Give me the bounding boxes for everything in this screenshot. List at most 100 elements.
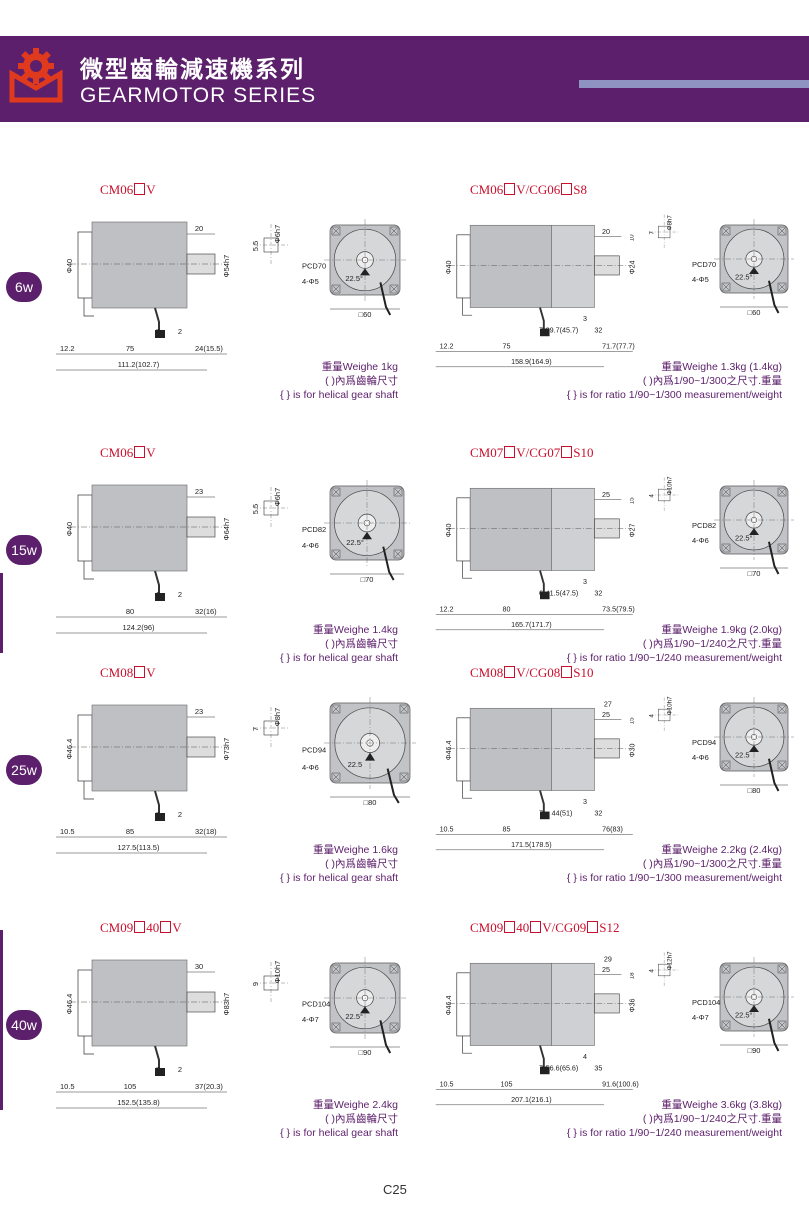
model-code-part: V xyxy=(146,665,156,680)
dimension-label: 37(20.3) xyxy=(195,1082,223,1091)
dimension-label: 32 xyxy=(594,809,602,817)
weight-caption: 重量Weighe 3.6kg (3.8kg)( )內爲1/90~1/240之尺寸… xyxy=(520,1098,782,1140)
holes-label: 4-Φ7 xyxy=(692,1013,709,1022)
model-code-part: V/CG07 xyxy=(516,445,561,460)
dimension-label: Φ64h7 xyxy=(222,518,231,541)
page-title-en: GEARMOTOR SERIES xyxy=(80,84,317,107)
dimension-label: 20 xyxy=(602,228,610,236)
dimension-label: 73.5(79.5) xyxy=(602,606,635,614)
dimension-label: Φ30 xyxy=(629,743,637,757)
dimension-label: 56.6(65.6) xyxy=(546,1064,579,1072)
caption-line: ( )內爲齒輪尺寸 xyxy=(325,638,398,650)
caption-line: { } is for helical gear shaft xyxy=(280,652,398,664)
dimension-label: 24(15.5) xyxy=(195,344,223,353)
dimension-label: Φ54h7 xyxy=(222,255,231,278)
holes-label: 4-Φ5 xyxy=(302,277,319,286)
caption-line: ( )內爲齒輪尺寸 xyxy=(325,375,398,387)
pcd-label: PCD94 xyxy=(302,746,326,755)
power-badge: 25w xyxy=(6,755,42,785)
dimension-label: 85 xyxy=(503,826,511,834)
variant-box xyxy=(561,183,573,195)
dimension-label: 29 xyxy=(604,955,612,963)
dimension-label: 2 xyxy=(178,1065,182,1074)
model-code-part: CM09 xyxy=(100,920,134,935)
weight-caption: 重量Weighe 1.4kg( )內爲齒輪尺寸{ } is for helica… xyxy=(230,623,398,665)
dimension-label: Φ8h7 xyxy=(667,215,674,231)
dimension-label: 7 xyxy=(156,327,160,336)
dimension-label: 80 xyxy=(126,607,134,616)
caption-line: { } is for helical gear shaft xyxy=(280,389,398,401)
caption-line: 重量Weighe 3.6kg (3.8kg) xyxy=(661,1099,782,1111)
model-code-part: S10 xyxy=(573,665,594,680)
model-code-part: CM07 xyxy=(470,445,504,460)
dimension-label: Φ24 xyxy=(629,260,637,274)
dimension-label: 127.5(113.5) xyxy=(118,843,160,852)
dimension-label: 20 xyxy=(195,224,203,233)
caption-line: 重量Weighe 1kg xyxy=(321,361,398,373)
model-name: CM06 V xyxy=(100,182,156,198)
power-badge: 40w xyxy=(6,1010,42,1040)
dimension-label: 32(16) xyxy=(195,607,217,616)
dimension-label: 23 xyxy=(195,487,203,496)
variant-box xyxy=(561,666,573,678)
dimension-label: 2 xyxy=(178,810,182,819)
dimension-label: 39.7(45.7) xyxy=(546,326,579,334)
variant-box xyxy=(134,666,146,678)
model-code-part: V xyxy=(146,182,156,197)
dimension-label: 71.7(77.7) xyxy=(602,343,635,351)
page-header xyxy=(0,36,809,122)
square-size-label: □90 xyxy=(748,1046,761,1055)
dimension-label: 152.5(135.8) xyxy=(117,1098,160,1107)
dimension-label: 7 xyxy=(539,809,543,817)
variant-box xyxy=(504,183,516,195)
caption-line: 重量Weighe 1.6kg xyxy=(312,844,398,856)
pcd-label: PCD82 xyxy=(692,521,716,530)
square-size-label: □70 xyxy=(361,575,374,584)
dimension-label: 207.1(216.1) xyxy=(511,1096,552,1104)
caption-line: ( )內爲齒輪尺寸 xyxy=(325,858,398,870)
dimension-label: 4 xyxy=(648,494,655,498)
model-code-part: CM06 xyxy=(100,182,134,197)
dimension-label: Φ40 xyxy=(65,522,74,536)
pcd-label: PCD82 xyxy=(302,525,326,534)
holes-label: 4-Φ7 xyxy=(302,1015,319,1024)
dimension-label: 10.5 xyxy=(440,826,454,834)
dimension-label: Φ40 xyxy=(65,259,74,273)
page-title-cn: 微型齒輪減速機系列 xyxy=(80,57,305,83)
square-size-label: □80 xyxy=(364,798,377,807)
dimension-label: 165.7(171.7) xyxy=(511,621,552,629)
power-badge: 6w xyxy=(6,272,42,302)
dimension-label: 75 xyxy=(126,344,134,353)
dimension-label: Φ10h7 xyxy=(667,476,674,495)
dimension-label: 27 xyxy=(604,700,612,708)
holes-label: 4-Φ6 xyxy=(692,753,709,762)
dimension-label: Φ46.4 xyxy=(445,996,453,1016)
dimension-label: Φ36 xyxy=(629,998,637,1012)
variant-box xyxy=(587,921,599,933)
gear-logo-icon xyxy=(9,48,63,103)
